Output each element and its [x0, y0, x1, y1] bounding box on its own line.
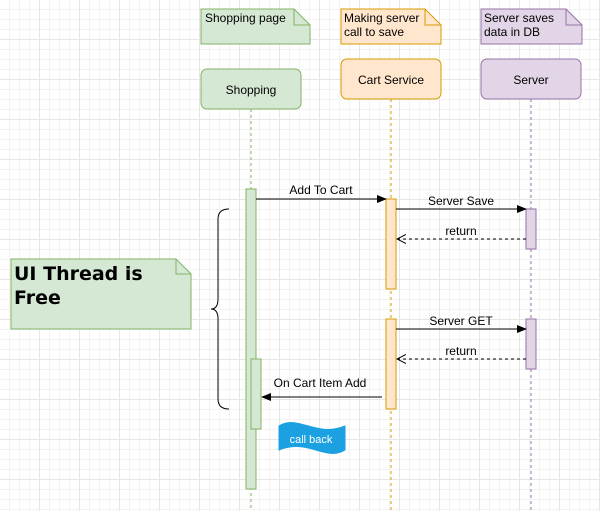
ui-thread-text-line2: Free: [14, 287, 61, 309]
message-return-1: return: [397, 224, 526, 239]
callback-label: call back: [290, 434, 333, 446]
message-server-get-label: Server GET: [429, 314, 493, 328]
lifeline-server-label: Server: [513, 73, 548, 87]
message-on-cart-item-add: On Cart Item Add: [261, 376, 382, 401]
activation-server-2: [525, 318, 537, 370]
callback-tape: call back: [278, 422, 346, 454]
lifeline-shopping-head: Shopping: [200, 68, 302, 110]
curly-brace: [210, 208, 230, 410]
lifeline-server-head: Server: [480, 58, 582, 100]
message-return-2-label: return: [445, 344, 476, 358]
note-making-server-call: Making server call to save: [340, 8, 442, 45]
note-server-saves: Server saves data in DB: [480, 8, 583, 45]
note-server-text-line1: Server saves: [484, 11, 554, 25]
ui-thread-text-line1: UI Thread is: [14, 263, 143, 285]
note-server-text-line2: data in DB: [484, 25, 540, 39]
message-server-save-label: Server Save: [428, 194, 494, 208]
lifeline-cart-label: Cart Service: [358, 73, 424, 87]
lifeline-cart-head: Cart Service: [340, 58, 442, 100]
note-cart-text-line1: Making server: [344, 11, 419, 25]
activation-server-1: [525, 208, 537, 250]
note-shopping-text: Shopping page: [205, 11, 286, 25]
message-return-1-label: return: [445, 224, 476, 238]
note-ui-thread: UI Thread is Free: [10, 258, 192, 330]
activation-cart-1: [385, 198, 397, 290]
activation-cart-2: [385, 318, 397, 410]
message-add-to-cart: Add To Cart: [256, 183, 387, 203]
message-server-get: Server GET: [396, 314, 527, 333]
note-cart-text-line2: call to save: [344, 25, 404, 39]
message-server-save: Server Save: [396, 194, 527, 213]
message-add-to-cart-label: Add To Cart: [289, 183, 353, 197]
message-return-2: return: [397, 344, 526, 359]
lifeline-shopping-label: Shopping: [226, 83, 277, 97]
activation-shopping-callback: [250, 358, 262, 430]
note-shopping-page: Shopping page: [200, 8, 311, 45]
message-on-cart-item-add-label: On Cart Item Add: [274, 376, 367, 390]
activation-shopping-main: [245, 188, 257, 490]
